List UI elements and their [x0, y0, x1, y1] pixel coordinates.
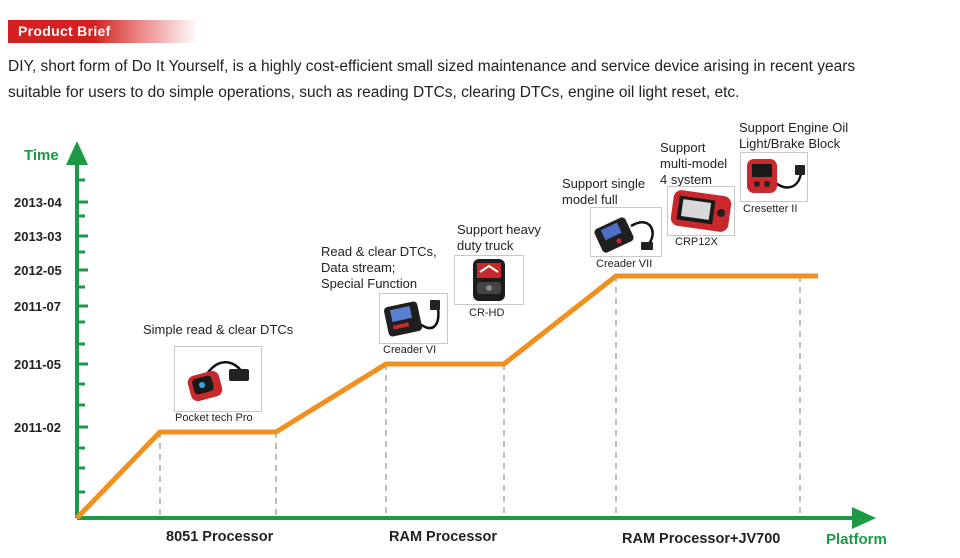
- y-tick-label: 2013-03: [14, 229, 62, 244]
- product-description: Simple read & clear DTCs: [143, 322, 294, 337]
- product-description: Support Engine Oil Light/Brake Block: [739, 120, 849, 151]
- handheld-scanner-icon: [383, 300, 440, 337]
- product-image-creader-vii: [590, 207, 662, 257]
- section-banner: Product Brief: [8, 20, 198, 43]
- product-description: Support heavy duty truck: [457, 222, 541, 253]
- y-tick-label: 2012-05: [14, 263, 62, 278]
- product-image-crp12x: [667, 186, 735, 236]
- y-tick-label: 2011-05: [14, 357, 61, 372]
- y-tick-label: 2011-02: [14, 420, 61, 435]
- timeline-line: [75, 273, 818, 520]
- product-image-cresetter-ii: [740, 152, 808, 202]
- x-category-label: 8051 Processor: [166, 529, 274, 545]
- heavy-duty-scanner-icon: [473, 259, 505, 301]
- section-title: Product Brief: [18, 23, 111, 39]
- product-image-creader-vi: [379, 293, 448, 344]
- y-minor-ticks: [77, 178, 85, 494]
- segment-guides: [159, 276, 801, 516]
- x-category-label: RAM Processor+JV700: [622, 531, 780, 547]
- y-major-ticks: [77, 200, 88, 429]
- product-name: CRP12X: [675, 236, 718, 248]
- product-image-pocket-tech-pro: [174, 346, 262, 412]
- pocket-scanner-icon: [187, 361, 249, 402]
- x-category-label: RAM Processor: [389, 529, 497, 545]
- product-description: Support multi-model 4 system: [660, 140, 728, 187]
- intro-paragraph: DIY, short form of Do It Yourself, is a …: [8, 58, 856, 101]
- x-axis-title: Platform: [826, 531, 887, 548]
- y-tick-label: 2013-04: [14, 195, 62, 210]
- handheld-scanner-icon: [594, 217, 654, 253]
- product-name: Creader VI: [383, 344, 437, 356]
- product-image-cr-hd: [454, 255, 524, 305]
- y-tick-label: 2011-07: [14, 299, 61, 314]
- product-name: CR-HD: [469, 307, 505, 319]
- axes: [66, 141, 876, 529]
- oil-reset-tool-icon: [747, 159, 805, 193]
- tablet-scanner-icon: [670, 190, 732, 232]
- product-description: Support single model full: [562, 176, 646, 207]
- product-description: Read & clear DTCs, Data stream; Special …: [321, 244, 437, 291]
- product-name: Creader VII: [596, 258, 653, 270]
- y-axis-arrow-icon: [66, 141, 88, 165]
- x-axis-arrow-icon: [852, 507, 876, 529]
- product-name: Cresetter II: [743, 203, 798, 215]
- product-name: Pocket tech Pro: [175, 412, 253, 424]
- y-axis-title: Time: [24, 147, 59, 164]
